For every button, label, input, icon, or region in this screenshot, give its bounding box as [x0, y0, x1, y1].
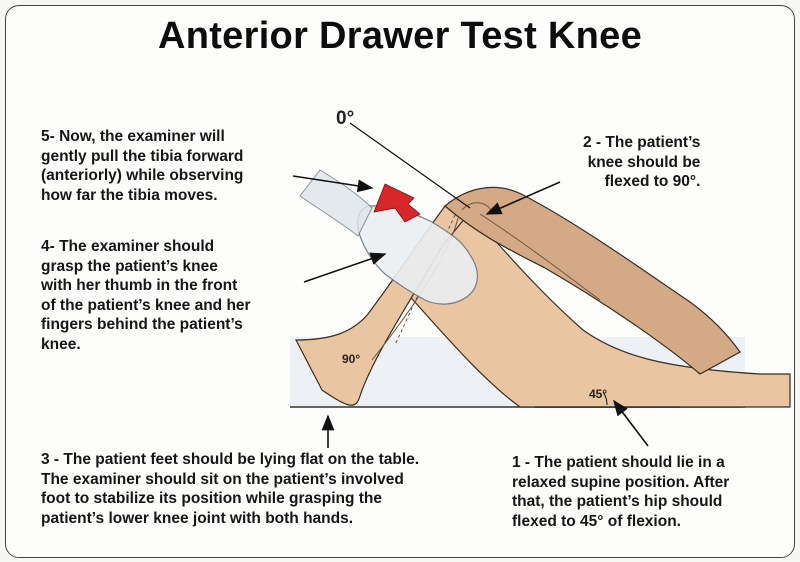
- pointer-step1: [613, 399, 649, 447]
- pointer-step5: [292, 175, 374, 193]
- examiner-arm: [444, 186, 741, 375]
- step1-note: 1 - The patient should lie in a relaxed …: [512, 453, 729, 531]
- anterior-pull-arrow: [373, 183, 421, 223]
- step5-note: 5- Now, the examiner will gently pull th…: [41, 127, 243, 205]
- step4-line: grasp the patient’s knee: [41, 257, 218, 275]
- pointer-step2: [485, 181, 561, 215]
- pointer-step4: [303, 252, 387, 283]
- zero-degree-label: 0°: [336, 108, 355, 129]
- step4-note: 4- The examiner should grasp the patient…: [41, 237, 251, 354]
- step5-line: how far the tibia moves.: [41, 186, 218, 204]
- step3-line: 3 - The patient feet should be lying fla…: [41, 451, 420, 468]
- step2-line: flexed to 90°.: [604, 173, 701, 190]
- step4-line: fingers behind the patient’s: [41, 316, 243, 333]
- step3-note: 3 - The patient feet should be lying fla…: [41, 450, 419, 528]
- page-title: Anterior Drawer Test Knee: [157, 15, 643, 57]
- step4-line: knee.: [41, 335, 81, 353]
- step4-line: 4- The examiner should: [41, 238, 215, 255]
- hip-angle-arc: [602, 391, 608, 406]
- hip-angle-label: 45°: [589, 387, 608, 401]
- step2-note: 2 - The patient’s knee should be flexed …: [583, 133, 700, 192]
- zero-degree-reference-line: [349, 122, 471, 209]
- step3-line: foot to stabilize its position while gra…: [41, 490, 383, 507]
- step4-line: with her thumb in the front: [41, 277, 238, 294]
- step2-line: 2 - The patient’s: [583, 134, 701, 151]
- step5-line: (anteriorly) while observing: [41, 167, 244, 184]
- step1-line: that, the patient’s hip should: [512, 493, 723, 510]
- step2-line: knee should be: [587, 153, 701, 171]
- step1-line: 1 - The patient should lie in a: [512, 454, 725, 471]
- step3-line: patient’s lower knee joint with both han…: [41, 509, 354, 527]
- examiner-forearm-sleeve: [299, 169, 373, 237]
- step1-line: flexed to 45° of flexion.: [512, 512, 681, 530]
- step5-line: gently pull the tibia forward: [41, 147, 244, 165]
- step3-line: The examiner should sit on the patient’s…: [41, 470, 404, 488]
- callout-pointers: [292, 175, 649, 448]
- step1-line: relaxed supine position. After: [512, 473, 730, 491]
- step4-line: of the patient’s knee and her: [41, 296, 251, 314]
- step5-line: 5- Now, the examiner will: [41, 128, 225, 145]
- examiner-gloved-hand: [357, 205, 478, 305]
- knee-angle-label: 90°: [342, 352, 361, 366]
